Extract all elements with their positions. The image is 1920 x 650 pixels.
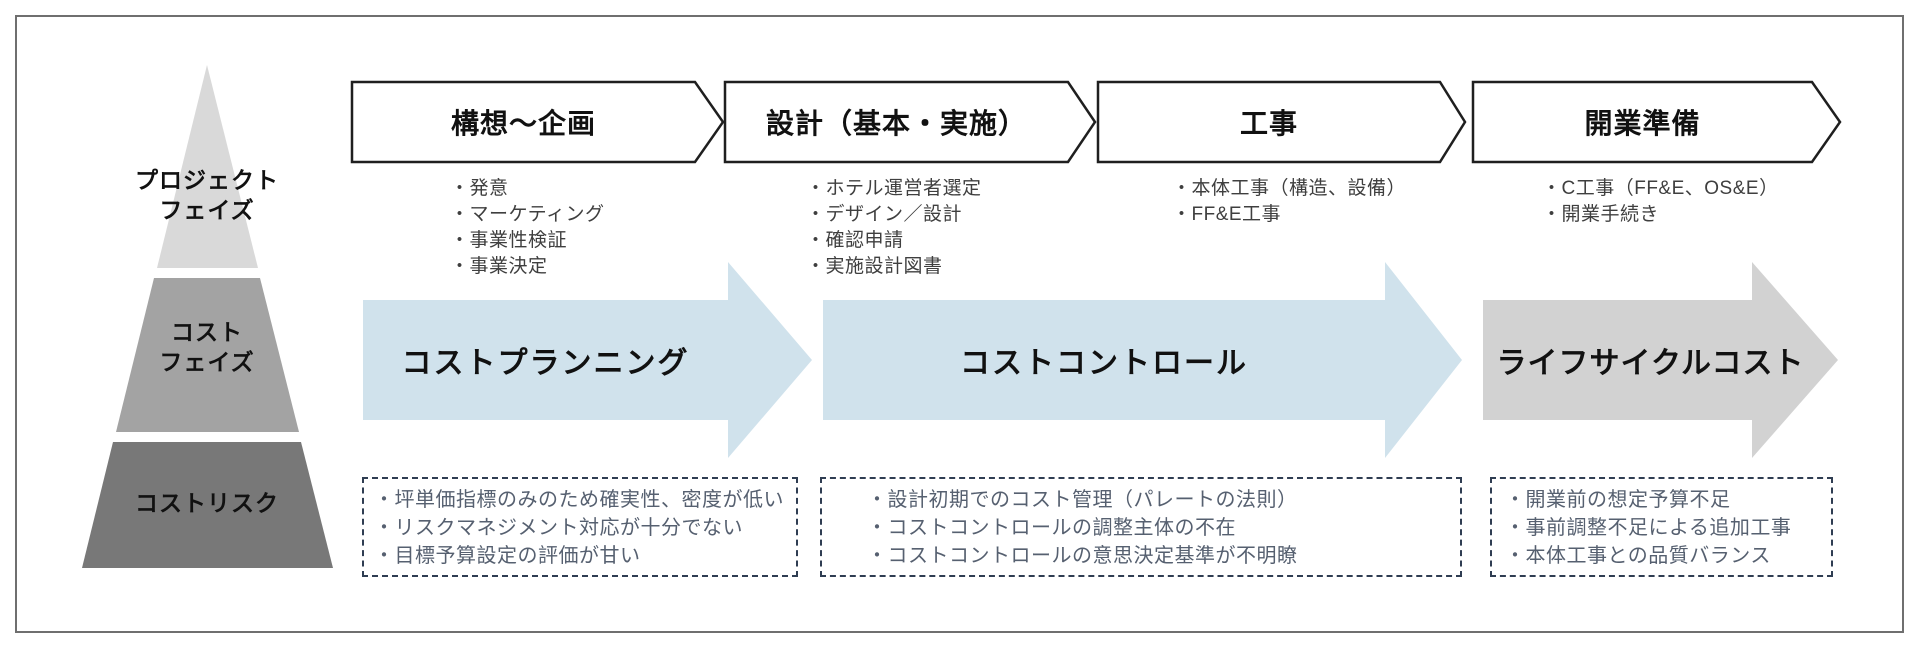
- row-label-cost-risk: コストリスク: [97, 488, 317, 518]
- row-label-cost-phase-line1: コスト: [171, 319, 243, 345]
- risk-item: ・目標予算設定の評価が甘い: [374, 545, 641, 567]
- row-label-cost-risk-line1: コストリスク: [135, 490, 279, 516]
- phase-title-2: 設計（基本・実施）: [765, 108, 1027, 139]
- risk-item: ・本体工事との品質バランス: [1505, 545, 1771, 567]
- risk-list-1: ・坪単価指標のみのため確実性、密度が低い ・リスクマネジメント対応が十分でない …: [364, 479, 796, 570]
- risk-item: ・コストコントロールの調整主体の不在: [867, 517, 1236, 539]
- risk-item: ・リスクマネジメント対応が十分でない: [374, 517, 743, 539]
- phase-activities-3: ・本体工事（構造、設備） ・FF&E工事: [1172, 176, 1406, 228]
- activity-item: ・確認申請: [806, 230, 904, 251]
- risk-box-2: ・設計初期でのコスト管理（パレートの法則） ・コストコントロールの調整主体の不在…: [820, 477, 1462, 577]
- activity-item: ・ホテル運営者選定: [806, 178, 982, 199]
- risk-item: ・設計初期でのコスト管理（パレートの法則）: [867, 489, 1298, 511]
- row-label-cost-phase: コスト フェイズ: [97, 317, 317, 377]
- row-label-project-phase: プロジェクト フェイズ: [97, 165, 317, 225]
- cost-control-arrow: [823, 262, 1462, 458]
- pyramid-top-segment: [157, 65, 258, 268]
- phase-activities-2: ・ホテル運営者選定 ・デザイン／設計 ・確認申請 ・実施設計図書: [806, 176, 982, 280]
- activity-item: ・本体工事（構造、設備）: [1172, 178, 1407, 199]
- phase-chevron-3: [1096, 80, 1467, 164]
- activity-item: ・FF&E工事: [1172, 204, 1282, 225]
- phase-chevron-4: [1471, 80, 1842, 164]
- risk-box-1: ・坪単価指標のみのため確実性、密度が低い ・リスクマネジメント対応が十分でない …: [362, 477, 798, 577]
- lifecycle-cost-label: ライフサイクルコスト: [1496, 347, 1805, 380]
- activity-item: ・実施設計図書: [806, 256, 943, 277]
- outer-frame: [15, 15, 1904, 633]
- phase-title-3: 工事: [1239, 108, 1298, 139]
- activity-item: ・事業性検証: [450, 230, 568, 251]
- phase-activities-4: ・C工事（FF&E、OS&E） ・開業手続き: [1542, 176, 1779, 228]
- phase-activities-1: ・発意 ・マーケティング ・事業性検証 ・事業決定: [450, 176, 604, 280]
- phase-chevron-1: [350, 80, 725, 164]
- cost-planning-arrow: [363, 262, 812, 458]
- activity-item: ・事業決定: [450, 256, 548, 277]
- risk-item: ・事前調整不足による追加工事: [1505, 517, 1792, 539]
- activity-item: ・発意: [450, 178, 509, 199]
- activity-item: ・開業手続き: [1542, 204, 1660, 225]
- activity-item: ・デザイン／設計: [806, 204, 963, 225]
- row-label-project-phase-line1: プロジェクト: [135, 167, 279, 193]
- phase-title-1: 構想～企画: [450, 108, 596, 139]
- row-label-cost-phase-line2: フェイズ: [159, 349, 255, 375]
- activity-item: ・C工事（FF&E、OS&E）: [1542, 178, 1779, 199]
- cost-control-label: コストコントロール: [960, 347, 1248, 380]
- risk-item: ・開業前の想定予算不足: [1505, 489, 1731, 511]
- phase-chevron-2: [723, 80, 1097, 164]
- risk-list-2: ・設計初期でのコスト管理（パレートの法則） ・コストコントロールの調整主体の不在…: [822, 479, 1460, 570]
- pyramid-middle-segment: [116, 278, 299, 432]
- risk-item: ・坪単価指標のみのため確実性、密度が低い: [374, 489, 784, 511]
- risk-item: ・コストコントロールの意思決定基準が不明瞭: [867, 545, 1298, 567]
- risk-list-3: ・開業前の想定予算不足 ・事前調整不足による追加工事 ・本体工事との品質バランス: [1492, 479, 1831, 570]
- phase-title-4: 開業準備: [1584, 108, 1701, 139]
- row-label-project-phase-line2: フェイズ: [159, 197, 255, 223]
- lifecycle-cost-arrow: [1483, 262, 1838, 458]
- cost-planning-label: コストプランニング: [401, 347, 690, 380]
- risk-box-3: ・開業前の想定予算不足 ・事前調整不足による追加工事 ・本体工事との品質バランス: [1490, 477, 1833, 577]
- pyramid-bottom-segment: [82, 442, 333, 568]
- activity-item: ・マーケティング: [450, 204, 605, 225]
